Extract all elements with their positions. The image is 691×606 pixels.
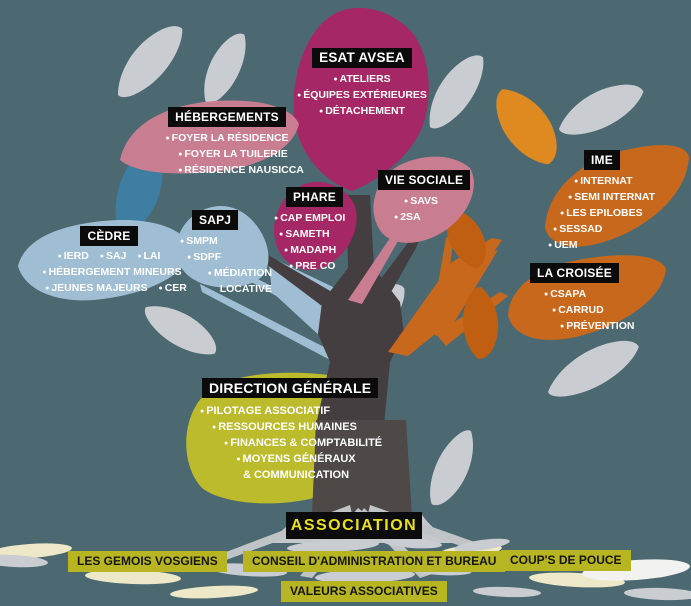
gray-leaf-icon bbox=[190, 27, 259, 110]
unit-title: LA CROISÉE bbox=[530, 263, 619, 283]
band-les-gemois-vosgiens: LES GEMOIS VOSGIENS bbox=[68, 551, 227, 572]
unit-items: SAVS 2SA bbox=[378, 194, 478, 226]
unit-item: MADAPH bbox=[284, 243, 370, 259]
unit-item: FOYER LA RÉSIDENCE bbox=[148, 131, 306, 147]
unit-items: SMPM SDPF MÉDIATION LOCATIVE bbox=[180, 234, 276, 296]
unit-title: ESAT AVSEA bbox=[312, 48, 412, 68]
unit-item: LAI bbox=[137, 250, 161, 262]
band-conseil-administration-bureau: CONSEIL D'ADMINISTRATION ET BUREAU bbox=[243, 551, 506, 572]
unit-item: CER bbox=[159, 282, 187, 294]
gray-leaf-icon bbox=[416, 424, 489, 512]
unit-item: CARRUD bbox=[552, 303, 654, 319]
unit-items-row: JEUNES MAJEURS CER bbox=[35, 281, 197, 297]
band-valeurs-associatives: VALEURS ASSOCIATIVES bbox=[281, 581, 447, 602]
unit-item: RESSOURCES HUMAINES bbox=[212, 420, 374, 436]
unit-item: SDPF bbox=[187, 250, 276, 266]
unit-items: CSAPA CARRUD PRÉVENTION bbox=[530, 287, 654, 335]
unit-title: CÈDRE bbox=[80, 226, 138, 246]
unit-item: HÉBERGEMENT MINEURS bbox=[42, 266, 182, 278]
unit-item: ATELIERS bbox=[288, 72, 436, 88]
unit-item: CSAPA bbox=[544, 287, 654, 303]
unit-title: VIE SOCIALE bbox=[378, 170, 471, 190]
unit-item: RÉSIDENCE NAUSICCA bbox=[162, 163, 320, 179]
unit-item: INTERNAT bbox=[574, 174, 680, 190]
unit-title: PHARE bbox=[286, 187, 344, 207]
unit-items: ATELIERS ÉQUIPES EXTÉRIEURES DÉTACHEMENT bbox=[288, 72, 436, 120]
unit-item: PILOTAGE ASSOCIATIF bbox=[200, 404, 374, 420]
unit-item: ÉQUIPES EXTÉRIEURES bbox=[288, 88, 436, 104]
unit-item: SAVS bbox=[404, 194, 478, 210]
unit-item: SMPM bbox=[180, 234, 276, 250]
unit-title: DIRECTION GÉNÉRALE bbox=[202, 378, 379, 398]
unit-item: FINANCES & COMPTABILITÉ bbox=[224, 436, 382, 452]
unit-items-row: HÉBERGEMENT MINEURS bbox=[31, 265, 193, 281]
unit-title: IME bbox=[584, 150, 620, 170]
unit-direction-generale: DIRECTION GÉNÉRALE PILOTAGE ASSOCIATIF R… bbox=[196, 378, 382, 483]
unit-la-croisee: LA CROISÉE CSAPA CARRUD PRÉVENTION bbox=[530, 263, 654, 335]
unit-vie-sociale: VIE SOCIALE SAVS 2SA bbox=[378, 170, 478, 226]
unit-items-row: IERD SAJ LAI bbox=[28, 249, 190, 265]
unit-item: PRE CO bbox=[289, 259, 370, 275]
unit-item: LES EPILOBES bbox=[560, 206, 680, 222]
pink-branch bbox=[348, 234, 402, 304]
unit-item: UEM bbox=[548, 238, 680, 254]
gray-leaf-icon bbox=[539, 331, 647, 406]
unit-item: 2SA bbox=[394, 210, 478, 226]
unit-cedre: CÈDRE IERD SAJ LAI HÉBERGEMENT MINEURS J… bbox=[28, 226, 190, 297]
unit-title: SAPJ bbox=[192, 210, 239, 230]
unit-item: SAMETH bbox=[279, 227, 370, 243]
unit-title: HÉBERGEMENTS bbox=[168, 107, 286, 127]
unit-item: MÉDIATION LOCATIVE bbox=[186, 266, 272, 296]
unit-item: IERD bbox=[58, 250, 89, 262]
unit-item: SAJ bbox=[100, 250, 126, 262]
gray-leaf-icon bbox=[103, 16, 196, 106]
unit-items: PILOTAGE ASSOCIATIF RESSOURCES HUMAINES … bbox=[196, 404, 382, 483]
gray-leaf-icon bbox=[138, 291, 224, 369]
unit-item: JEUNES MAJEURS bbox=[45, 282, 147, 294]
unit-esat-avsea: ESAT AVSEA ATELIERS ÉQUIPES EXTÉRIEURES … bbox=[288, 48, 436, 120]
unit-items: INTERNAT SEMI INTERNAT LES EPILOBES SESS… bbox=[548, 174, 680, 254]
unit-item: FOYER LA TUILERIE bbox=[154, 147, 312, 163]
unit-item: SESSAD bbox=[553, 222, 680, 238]
unit-ime: IME INTERNAT SEMI INTERNAT LES EPILOBES … bbox=[548, 150, 680, 254]
unit-sapj: SAPJ SMPM SDPF MÉDIATION LOCATIVE bbox=[180, 210, 276, 296]
band-coups-de-pouce: COUP'S DE POUCE bbox=[501, 550, 631, 571]
association-label: ASSOCIATION bbox=[286, 512, 422, 539]
unit-item: SEMI INTERNAT bbox=[568, 190, 680, 206]
unit-hebergements: HÉBERGEMENTS FOYER LA RÉSIDENCE FOYER LA… bbox=[148, 107, 306, 179]
unit-item: PRÉVENTION bbox=[560, 319, 654, 335]
unit-items: FOYER LA RÉSIDENCE FOYER LA TUILERIE RÉS… bbox=[148, 131, 306, 179]
unit-items: CAP EMPLOI SAMETH MADAPH PRE CO bbox=[274, 211, 370, 275]
unit-item: MOYENS GÉNÉRAUX & COMMUNICATION bbox=[232, 452, 360, 483]
gray-leaf-icon bbox=[551, 76, 651, 143]
unit-item: DÉTACHEMENT bbox=[288, 104, 436, 120]
unit-phare: PHARE CAP EMPLOI SAMETH MADAPH PRE CO bbox=[274, 187, 370, 275]
unit-item: CAP EMPLOI bbox=[274, 211, 370, 227]
